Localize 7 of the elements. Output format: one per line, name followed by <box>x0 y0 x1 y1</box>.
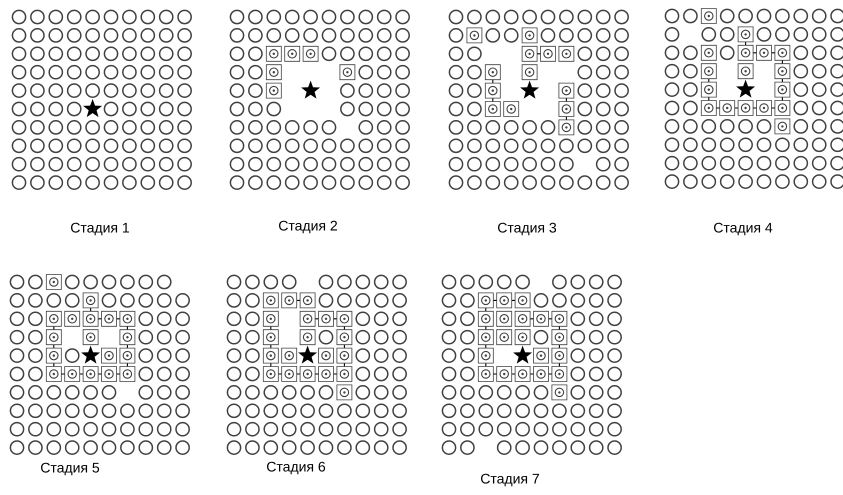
stage-label: Стадия 3 <box>498 222 556 236</box>
stage-label: Стадия 5 <box>41 462 100 476</box>
stage-label: Стадия 7 <box>481 474 539 486</box>
stage-label: Стадия 6 <box>267 462 326 474</box>
stage-label: Стадия 1 <box>71 222 130 236</box>
stage-label: Стадия 2 <box>279 220 337 234</box>
stage-label: Стадия 4 <box>714 222 772 236</box>
